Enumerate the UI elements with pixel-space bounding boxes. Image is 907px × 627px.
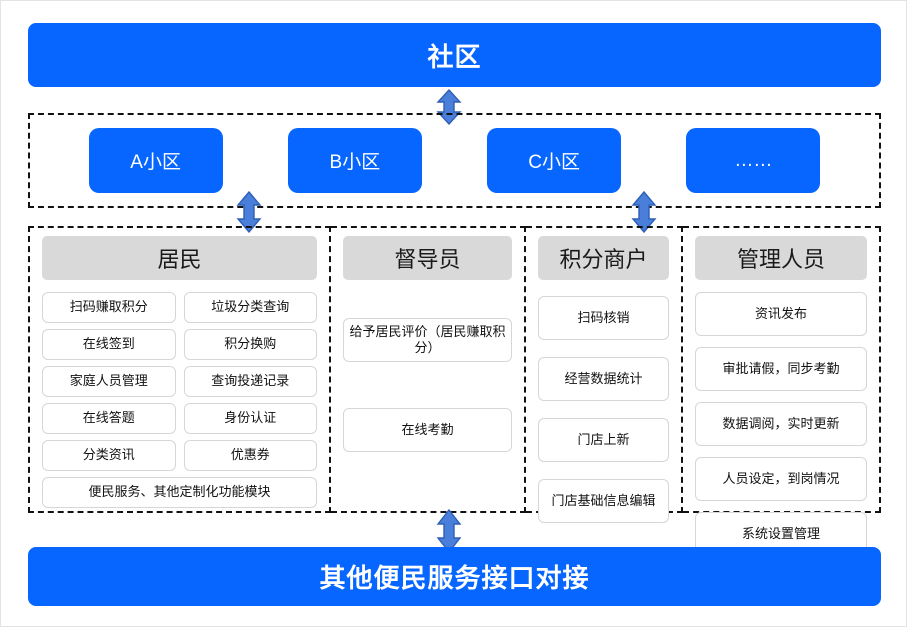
feature-item[interactable]: 数据调阅，实时更新	[695, 402, 867, 446]
feature-item[interactable]: 门店基础信息编辑	[538, 479, 669, 523]
feature-item[interactable]: 扫码赚取积分	[42, 292, 176, 323]
feature-item[interactable]: 资讯发布	[695, 292, 867, 336]
role-column-residents: 居民 扫码赚取积分 垃圾分类查询 在线签到 积分换购 家庭人员管理 查询投递记录…	[28, 226, 331, 513]
feature-item[interactable]: 门店上新	[538, 418, 669, 462]
feature-item-label: 给予居民评价（居民赚取积分）	[349, 323, 506, 355]
feature-item[interactable]: 垃圾分类查询	[183, 292, 317, 323]
estate-chip-b-label: B小区	[329, 152, 381, 173]
feature-item-wide[interactable]: 便民服务、其他定制化功能模块	[42, 477, 317, 508]
role-title-residents: 居民	[42, 236, 317, 280]
community-header-label: 社区	[427, 41, 482, 72]
feature-item-label: 积分换购	[224, 336, 277, 352]
feature-item-label: 身份认证	[224, 410, 277, 426]
feature-item[interactable]: 积分换购	[183, 329, 317, 360]
estates-container: A小区 B小区 C小区 ……	[28, 113, 881, 208]
role-title-admin-label: 管理人员	[736, 247, 825, 272]
estate-chip-b[interactable]: B小区	[287, 128, 422, 193]
role-title-admin: 管理人员	[695, 236, 867, 280]
feature-item-label: 便民服务、其他定制化功能模块	[88, 484, 271, 500]
community-header-bar: 社区	[28, 23, 881, 87]
roles-row: 居民 扫码赚取积分 垃圾分类查询 在线签到 积分换购 家庭人员管理 查询投递记录…	[28, 226, 881, 556]
feature-item[interactable]: 分类资讯	[42, 440, 176, 471]
feature-item[interactable]: 家庭人员管理	[42, 366, 176, 397]
feature-item[interactable]: 人员设定，到岗情况	[695, 457, 867, 501]
feature-item-label: 查询投递记录	[211, 373, 290, 389]
feature-item-label: 优惠券	[230, 447, 270, 463]
feature-item-label: 家庭人员管理	[69, 373, 148, 389]
feature-item-label: 系统设置管理	[741, 525, 820, 541]
footer-interface-bar: 其他便民服务接口对接	[28, 547, 881, 606]
role-column-merchant: 积分商户 扫码核销 经营数据统计 门店上新 门店基础信息编辑	[526, 226, 683, 523]
feature-item-label: 门店基础信息编辑	[551, 492, 656, 508]
feature-item-label: 扫码赚取积分	[69, 299, 148, 315]
feature-item-label: 人员设定，到岗情况	[722, 470, 840, 486]
feature-item-label: 在线考勤	[401, 421, 454, 437]
connector-estates-to-merchants-arrow	[631, 191, 657, 233]
feature-item[interactable]: 在线考勤	[343, 408, 512, 452]
feature-item-label: 资讯发布	[754, 305, 807, 321]
feature-item-label: 垃圾分类查询	[211, 299, 290, 315]
estate-chip-c[interactable]: C小区	[487, 128, 622, 193]
estate-chip-a[interactable]: A小区	[88, 128, 223, 193]
role-title-supervisor-label: 督导员	[394, 247, 461, 272]
feature-item-label: 在线答题	[82, 410, 135, 426]
merchant-feature-stack: 扫码核销 经营数据统计 门店上新 门店基础信息编辑	[538, 296, 669, 523]
feature-item[interactable]: 扫码核销	[538, 296, 669, 340]
feature-item-label: 门店上新	[577, 431, 630, 447]
feature-item-label: 分类资讯	[82, 447, 135, 463]
feature-item[interactable]: 在线签到	[42, 329, 176, 360]
feature-item[interactable]: 身份认证	[183, 403, 317, 434]
feature-item[interactable]: 查询投递记录	[183, 366, 317, 397]
feature-item-label: 审批请假，同步考勤	[722, 360, 840, 376]
role-column-admin: 管理人员 资讯发布 审批请假，同步考勤 数据调阅，实时更新 人员设定，到岗情况 …	[683, 226, 881, 556]
feature-item-label: 经营数据统计	[564, 370, 643, 386]
connector-estates-to-residents-arrow	[236, 191, 262, 233]
feature-item[interactable]: 在线答题	[42, 403, 176, 434]
footer-interface-label: 其他便民服务接口对接	[319, 563, 590, 593]
feature-item-label: 扫码核销	[577, 309, 630, 325]
feature-item-label: 数据调阅，实时更新	[722, 415, 840, 431]
spacer	[343, 368, 512, 402]
estate-chip-more-label: ……	[734, 149, 773, 171]
supervisor-feature-stack: 给予居民评价（居民赚取积分） 在线考勤	[343, 318, 512, 452]
role-title-merchant-label: 积分商户	[559, 247, 648, 272]
feature-item-label: 在线签到	[82, 336, 135, 352]
feature-item[interactable]: 优惠券	[183, 440, 317, 471]
feature-item[interactable]: 给予居民评价（居民赚取积分）	[343, 318, 512, 362]
feature-item[interactable]: 审批请假，同步考勤	[695, 347, 867, 391]
estate-chip-a-label: A小区	[130, 152, 181, 173]
role-column-supervisor: 督导员 给予居民评价（居民赚取积分） 在线考勤	[331, 226, 526, 513]
connector-community-to-estates-arrow	[436, 89, 462, 125]
role-title-residents-label: 居民	[157, 247, 202, 272]
spacer	[343, 290, 512, 318]
residents-feature-grid: 扫码赚取积分 垃圾分类查询 在线签到 积分换购 家庭人员管理 查询投递记录 在线…	[42, 292, 317, 508]
admin-feature-stack: 资讯发布 审批请假，同步考勤 数据调阅，实时更新 人员设定，到岗情况 系统设置管…	[695, 292, 867, 556]
estate-chip-more[interactable]: ……	[686, 128, 821, 193]
estate-chip-c-label: C小区	[528, 152, 580, 173]
role-title-supervisor: 督导员	[343, 236, 512, 280]
role-title-merchant: 积分商户	[538, 236, 669, 280]
feature-item[interactable]: 经营数据统计	[538, 357, 669, 401]
